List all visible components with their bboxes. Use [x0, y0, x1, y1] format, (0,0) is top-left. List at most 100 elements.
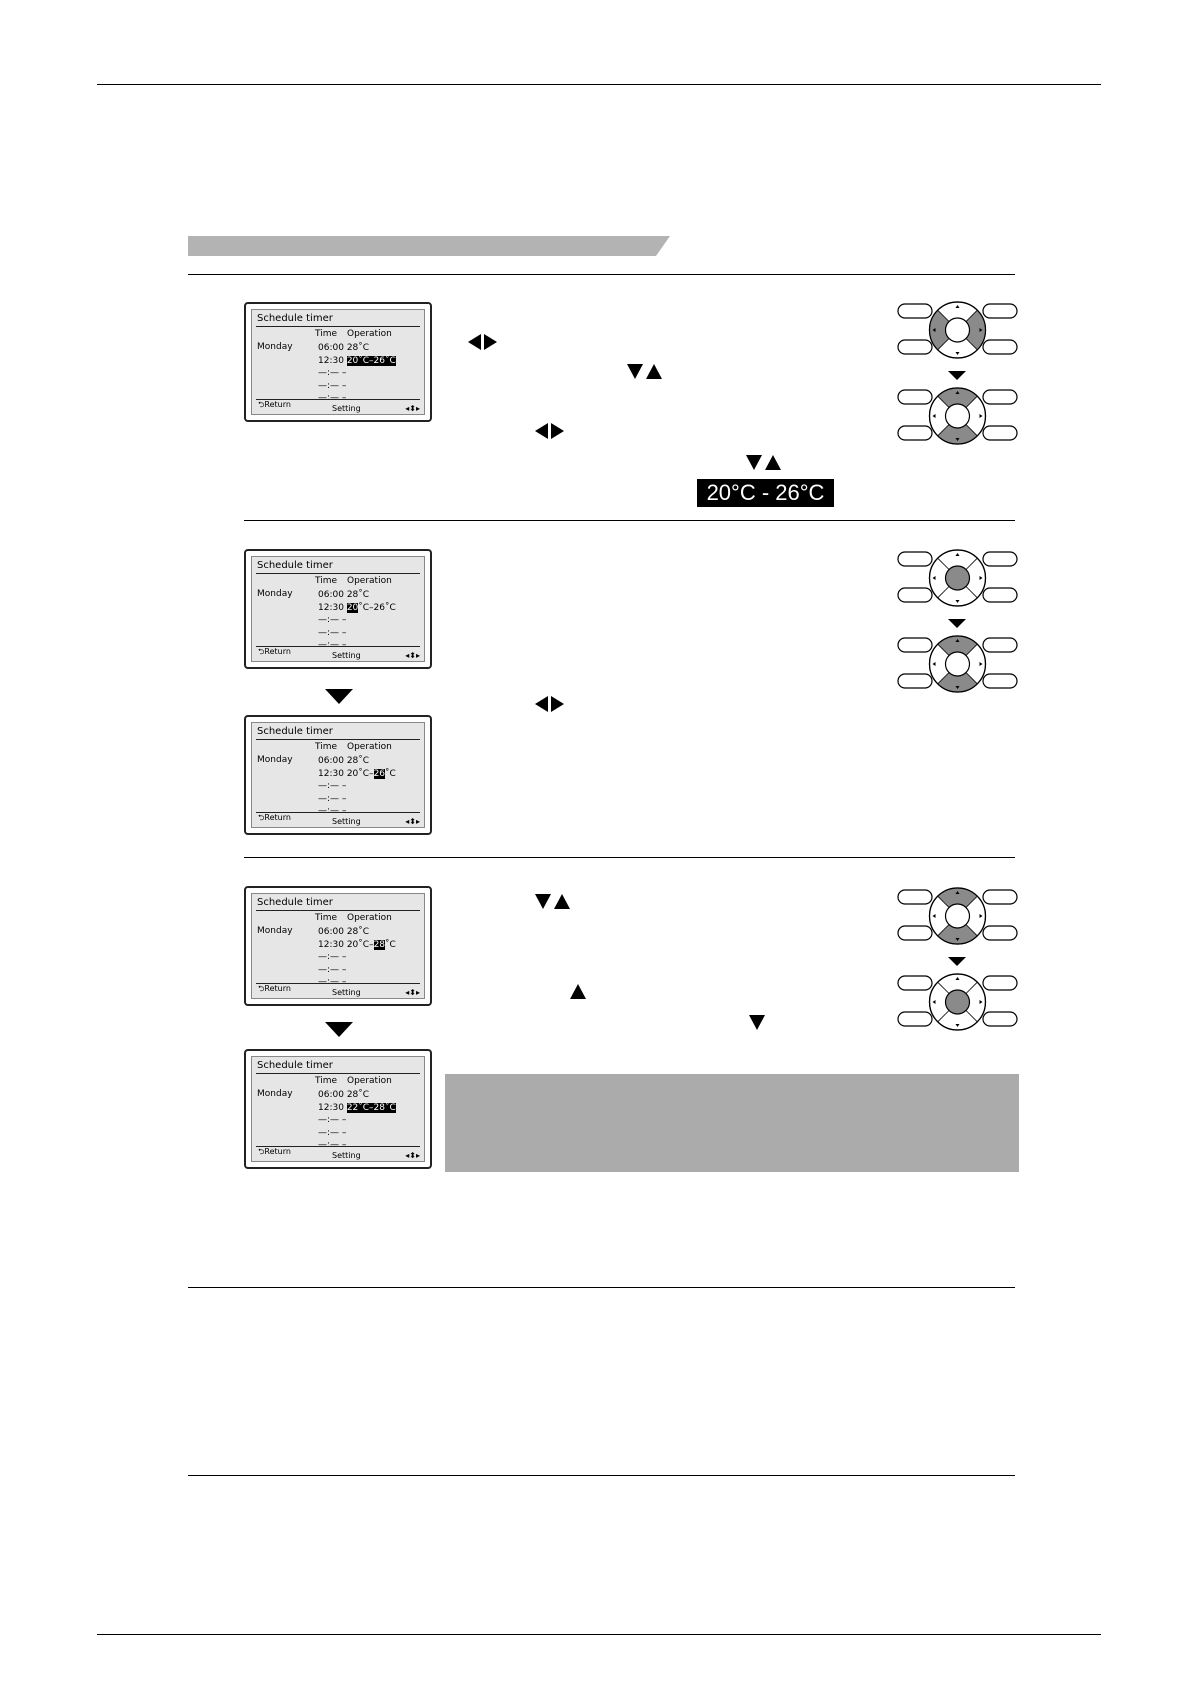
- dpad-divider: [965, 309, 978, 322]
- down-arrow: [749, 1015, 765, 1030]
- section-rule: [188, 1475, 1015, 1476]
- title-divider: [256, 910, 420, 911]
- column-header-time: Time: [315, 742, 338, 752]
- left-tick-icon: [932, 328, 936, 332]
- row-time: 12:30: [318, 355, 347, 366]
- dpad-divider: [937, 643, 950, 656]
- return-label: Return: [264, 647, 291, 656]
- schedule-row: 06:00 28˚C: [318, 1089, 396, 1102]
- row-operation: 28˚C: [346, 927, 370, 937]
- nav-arrows-icon: ◂⬍▸: [405, 1151, 420, 1160]
- dpad-divider: [937, 309, 950, 322]
- screen-title: Schedule timer: [257, 1060, 333, 1071]
- schedule-row: —:— –: [318, 367, 396, 380]
- selected-value: 28: [373, 939, 386, 950]
- column-header-operation: Operation: [347, 576, 392, 586]
- dpad-divider: [937, 586, 950, 599]
- dpad-outline: [928, 973, 987, 1031]
- schedule-row: —:— –: [318, 639, 396, 652]
- row-time: 12:30: [318, 1102, 347, 1113]
- schedule-row: —:— –: [318, 1139, 396, 1152]
- dpad-divider: [937, 338, 950, 351]
- down-tick-icon: [955, 352, 960, 355]
- row-time: 06:00: [318, 590, 347, 600]
- schedule-row: 12:30 20˚C–26˚C: [318, 602, 396, 615]
- bottom-rule: [97, 1634, 1101, 1635]
- row-time: —:— –: [318, 393, 350, 404]
- dpad-divider: [937, 924, 950, 937]
- dpad-remote: [897, 973, 1018, 1031]
- dpad-divider: [937, 424, 950, 437]
- footer-divider: [256, 812, 420, 813]
- dpad-right-pressed: [965, 310, 986, 350]
- dpad-divider: [965, 672, 978, 685]
- schedule-row: —:— –: [318, 805, 396, 818]
- title-divider: [256, 1073, 420, 1074]
- dpad-remote: [897, 635, 1018, 693]
- side-button: [982, 551, 1018, 567]
- return-icon: ⮌: [258, 984, 265, 993]
- footer-setting: Setting: [332, 817, 361, 826]
- dpad-remote: [897, 387, 1018, 445]
- row-time: 06:00: [318, 756, 347, 766]
- side-button: [897, 673, 933, 689]
- day-label: Monday: [257, 342, 293, 352]
- row-operation: 20˚C–: [346, 768, 374, 779]
- schedule-row: —:— –: [318, 392, 396, 405]
- day-label: Monday: [257, 589, 293, 599]
- dpad-up-pressed: [937, 888, 978, 908]
- up-tick-icon: [955, 891, 960, 894]
- top-rule: [97, 84, 1101, 85]
- side-button: [982, 1011, 1018, 1027]
- next-step-arrow: [325, 1022, 353, 1037]
- row-time: —:— –: [318, 952, 350, 963]
- side-button: [897, 303, 933, 319]
- footer-return: ⮌Return: [258, 1146, 291, 1160]
- dpad-divider: [965, 643, 978, 656]
- row-time: —:— –: [318, 1127, 350, 1138]
- schedule-row: —:— –: [318, 793, 396, 806]
- side-button: [982, 673, 1018, 689]
- side-button: [897, 975, 933, 991]
- dpad-divider: [965, 924, 978, 937]
- dpad-remote: [897, 549, 1018, 607]
- dpad-up-pressed: [937, 388, 978, 408]
- dpad-divider: [937, 557, 950, 570]
- step-rule: [244, 520, 1015, 521]
- row-time: —:— –: [318, 977, 350, 988]
- section-rule: [188, 1287, 1015, 1288]
- row-time: —:— –: [318, 1115, 350, 1126]
- schedule-row: —:— –: [318, 964, 396, 977]
- footer-setting: Setting: [332, 1151, 361, 1160]
- dpad-divider: [965, 981, 978, 994]
- screen-title: Schedule timer: [257, 897, 333, 908]
- left-tick-icon: [932, 914, 936, 918]
- schedule-row: 12:30 20˚C–26˚C: [318, 355, 396, 368]
- dpad-down-pressed: [937, 672, 978, 692]
- day-label: Monday: [257, 926, 293, 936]
- dpad-divider: [965, 895, 978, 908]
- row-time: —:— –: [318, 1140, 350, 1151]
- row-time: —:— –: [318, 368, 350, 379]
- dpad-divider: [965, 1010, 978, 1023]
- dpad-outline: [928, 387, 987, 445]
- down-tick-icon: [955, 686, 960, 689]
- return-label: Return: [264, 984, 291, 993]
- schedule-row: —:— –: [318, 951, 396, 964]
- footer-divider: [256, 983, 420, 984]
- row-time: —:— –: [318, 964, 350, 975]
- row-time: —:— –: [318, 781, 350, 792]
- dpad-center: [944, 403, 971, 429]
- up-tick-icon: [955, 977, 960, 980]
- screen-title: Schedule timer: [257, 726, 333, 737]
- side-button: [897, 389, 933, 405]
- row-time: —:— –: [318, 615, 350, 626]
- dpad-outline: [928, 887, 987, 945]
- title-divider: [256, 573, 420, 574]
- note-box: [445, 1074, 1019, 1172]
